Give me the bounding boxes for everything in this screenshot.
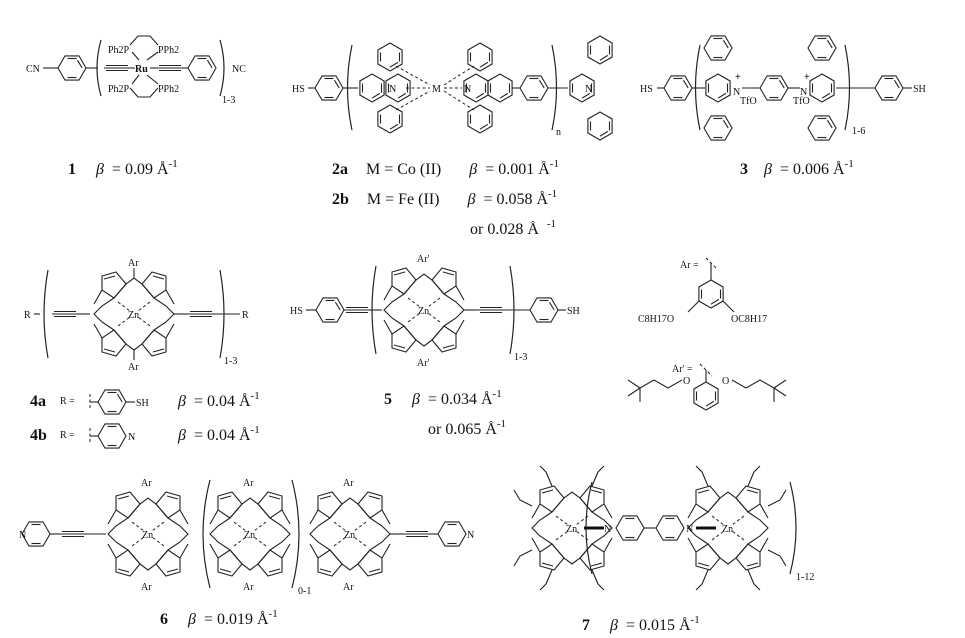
atom-ar-bot-4: Ar (128, 362, 139, 373)
o-left: O (683, 376, 690, 387)
atom-ar-6a-top: Ar (141, 478, 152, 489)
compound-2a-label: 2a M = Co (II) β = 0.001 Å-1 (332, 158, 559, 178)
atom-cn: CN (26, 64, 40, 75)
atom-n-plus-right: N (800, 87, 807, 98)
sub-label-7: 1-12 (796, 572, 814, 583)
atom-hs-3: HS (640, 84, 653, 95)
atom-ar-6c-bot: Ar (343, 582, 354, 593)
svg-text:N: N (128, 432, 135, 443)
compound-2b-alt-label: or 0.028 Å-1 (470, 218, 556, 238)
svg-text:SH: SH (136, 398, 149, 409)
compound-7-structure: Zn N N Zn 1-12 (513, 465, 814, 591)
atom-hs: HS (292, 84, 305, 95)
atom-m: M (432, 84, 441, 95)
svg-text:R =: R = (60, 396, 75, 407)
compound-1-label: 1 β = 0.09 Å-1 (68, 158, 178, 178)
sub-label-1: 1-3 (222, 95, 235, 106)
tfo-right: TfO (793, 96, 810, 107)
atom-n-6-right: N (467, 530, 474, 541)
atom-pph2-bottom: PPh2 (158, 84, 179, 95)
ar-definitions: Ar = C8H17O OC8H17 Ar' = O O (627, 257, 787, 411)
charge-plus-left: + (735, 72, 741, 83)
sub-label-2: n (556, 127, 561, 138)
atom-ar-6b-top: Ar (243, 478, 254, 489)
atom-n-6-left: N (19, 530, 26, 541)
compound-2-structure: HS N M N n N (292, 35, 613, 141)
compound-4a-label: 4a R = SH β = 0.04 Å-1 (30, 389, 260, 415)
atom-hs-5: HS (290, 306, 303, 317)
atom-zn-6a: Zn (142, 530, 153, 541)
ar-def-label: Ar = (680, 260, 699, 271)
c8h17o-label: C8H17O (638, 314, 674, 325)
compound-6-structure: N Zn Ar Ar Zn Ar Ar 0-1 Zn Ar Ar N (19, 478, 474, 597)
atom-zn-5: Zn (418, 306, 429, 317)
compound-5-structure: HS Zn Ar' Ar' 1-3 SH (290, 254, 580, 369)
atom-n-left: N (389, 84, 396, 95)
svg-text:β = 0.04 Å-1: β = 0.04 Å-1 (177, 390, 260, 410)
atom-ar-6c-top: Ar (343, 478, 354, 489)
atom-ar-top-4: Ar (128, 258, 139, 269)
atom-n-7a: N (604, 524, 611, 535)
atom-ar-6a-bot: Ar (141, 582, 152, 593)
compound-6-label: 6 β = 0.019 Å-1 (160, 608, 278, 628)
compound-5-label: 5 β = 0.034 Å-1 (384, 388, 502, 408)
svg-text:4a: 4a (30, 393, 46, 410)
atom-r-left: R (24, 310, 31, 321)
atom-zn-6c: Zn (344, 530, 355, 541)
atom-ar-6b-bot: Ar (243, 582, 254, 593)
svg-text:β = 0.04 Å-1: β = 0.04 Å-1 (177, 424, 260, 444)
charge-plus-right: + (804, 72, 810, 83)
tfo-left: TfO (740, 96, 757, 107)
compound-2b-label: 2b M = Fe (II) β = 0.058 Å-1 (332, 188, 557, 208)
svg-text:R =: R = (60, 430, 75, 441)
atom-arp-bot-5: Ar' (417, 358, 430, 369)
atom-sh-3: SH (913, 84, 926, 95)
atom-zn-4: Zn (128, 310, 139, 321)
atom-nc: NC (232, 64, 246, 75)
atom-arp-top-5: Ar' (417, 254, 430, 265)
compound-3-structure: HS N + TfO N + TfO 1-6 SH (640, 35, 926, 141)
compound-1-structure: CN Ru NC 1-3 Ph2P PPh2 Ph2P PPh2 (26, 35, 246, 106)
compound-3-label: 3 β = 0.006 Å-1 (740, 158, 854, 178)
atom-zn-7a: Zn (566, 524, 577, 535)
atom-zn-6b: Zn (244, 530, 255, 541)
atom-n-right: N (464, 84, 471, 95)
oc8h17-label: OC8H17 (731, 314, 767, 325)
compound-4b-label: 4b R = N β = 0.04 Å-1 (30, 423, 260, 449)
atom-ph2p-bottom: Ph2P (108, 84, 130, 95)
compound-5-alt-label: or 0.065 Å-1 (428, 418, 506, 438)
compound-4-structure: R Zn Ar Ar 1-3 R (24, 258, 249, 373)
sub-label-4: 1-3 (224, 356, 237, 367)
compound-7-label: 7 β = 0.015 Å-1 (582, 614, 700, 634)
atom-pph2-top: PPh2 (158, 45, 179, 56)
sub-label-3: 1-6 (852, 126, 865, 137)
sub-label-6: 0-1 (298, 586, 311, 597)
sub-label-5: 1-3 (514, 352, 527, 363)
atom-zn-7b: Zn (722, 524, 733, 535)
o-right: O (722, 376, 729, 387)
atom-sh-5: SH (567, 306, 580, 317)
atom-ru: Ru (135, 64, 148, 75)
arp-def-label: Ar' = (672, 364, 693, 375)
atom-ph2p-top: Ph2P (108, 45, 130, 56)
svg-text:4b: 4b (30, 427, 47, 444)
atom-n-plus-left: N (733, 87, 740, 98)
atom-n-end: N (585, 84, 592, 95)
atom-r-right: R (242, 310, 249, 321)
